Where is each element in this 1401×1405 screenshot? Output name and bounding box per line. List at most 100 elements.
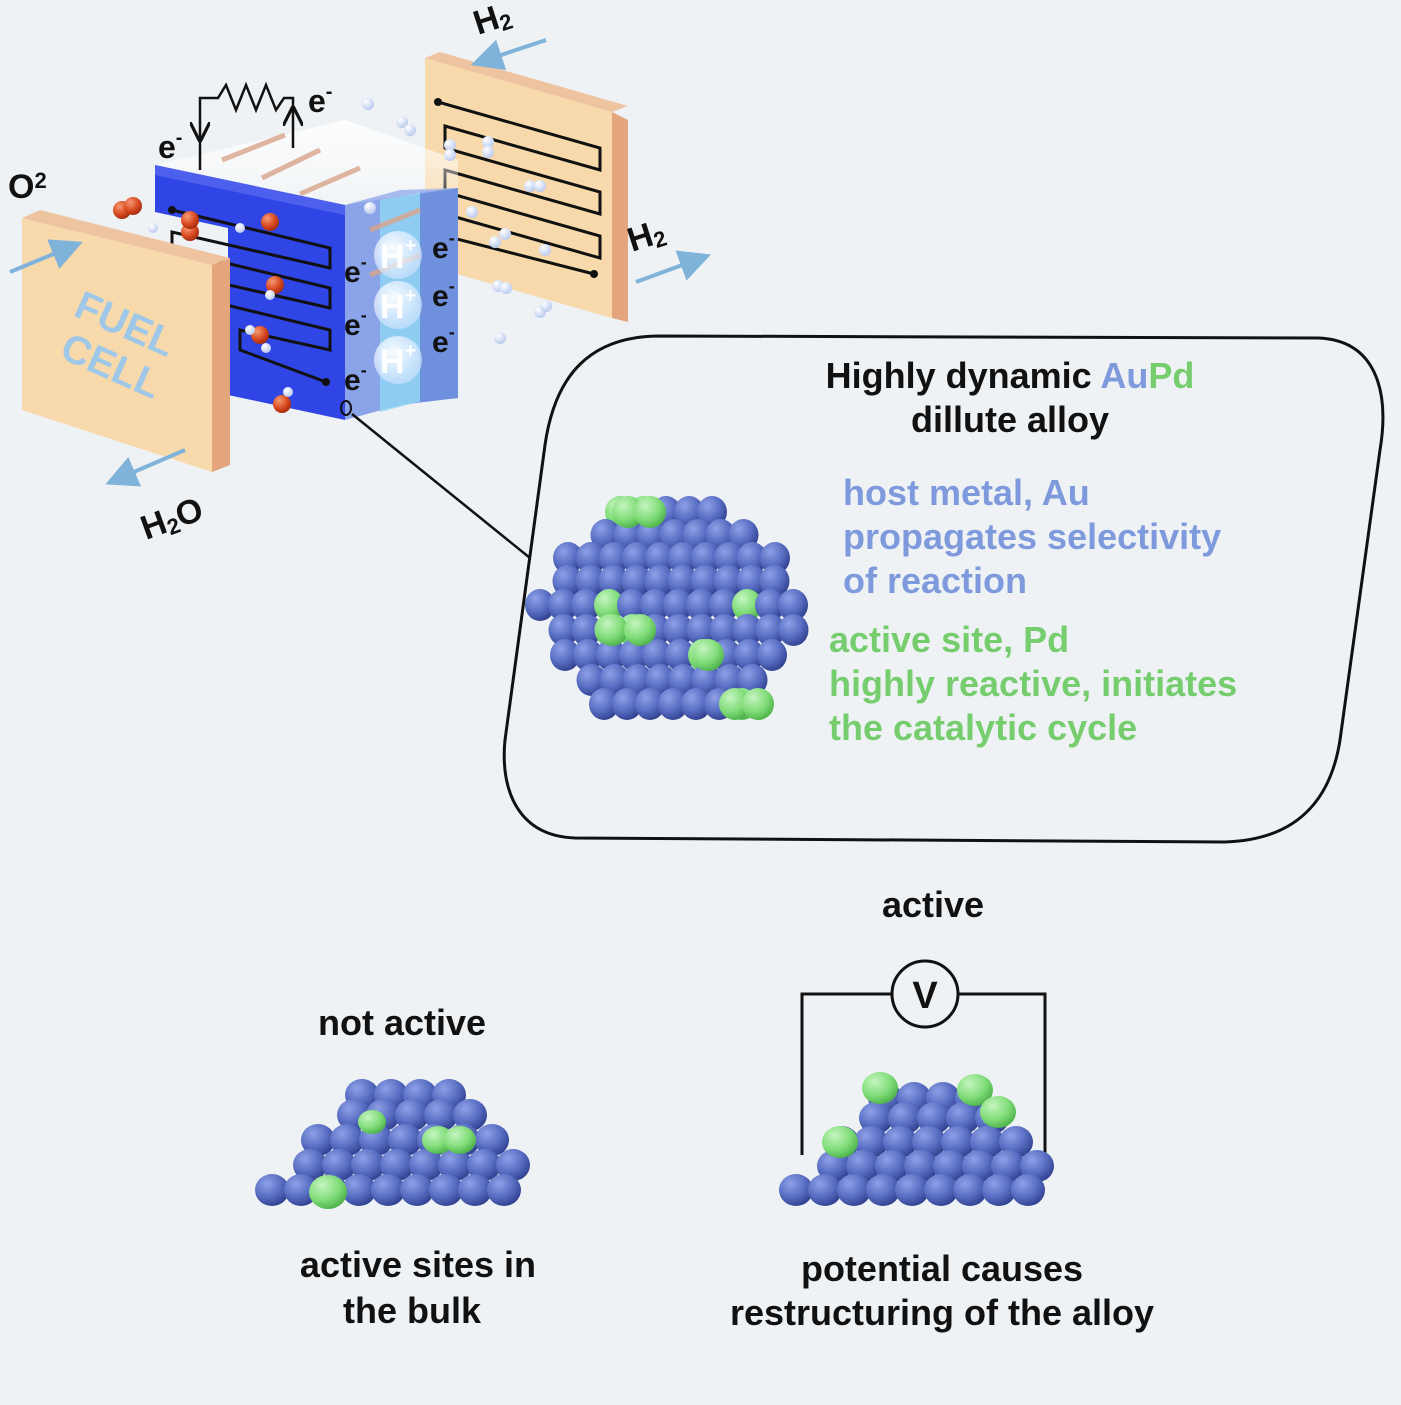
au-atom (982, 1174, 1016, 1206)
au-atom (576, 542, 606, 574)
au-atom (778, 614, 809, 646)
proton-group: H+ H+ H+ (374, 231, 422, 384)
au-atom (760, 542, 790, 574)
au-atom (755, 589, 785, 621)
pd-atom (444, 1126, 476, 1154)
au-atom (663, 589, 693, 621)
oxygen-molecules (113, 197, 293, 413)
au-atom (941, 1126, 975, 1158)
host-metal-line3: of reaction (843, 560, 1027, 601)
au-atom (622, 664, 653, 696)
au-atom (690, 565, 721, 597)
electron-anode-2: e- (432, 276, 455, 313)
au-atom (904, 1150, 938, 1182)
au-atom (714, 542, 744, 574)
pd-atom (596, 614, 628, 646)
inactive-alloy-cluster (255, 1079, 530, 1209)
au-atom (668, 664, 699, 696)
au-atom (453, 1099, 487, 1131)
electron-cathode-1: e- (344, 252, 367, 289)
au-atom (571, 614, 602, 646)
au-atom (808, 1174, 842, 1206)
au-atom (1020, 1150, 1054, 1182)
au-atom (571, 589, 601, 621)
au-atom (496, 1149, 530, 1181)
au-atom (709, 614, 740, 646)
au-atom (438, 1149, 472, 1181)
gas-arrows (9, 38, 712, 487)
au-atom (691, 664, 722, 696)
au-atom (714, 664, 745, 696)
h2-inlet-arrow (470, 38, 547, 71)
callout-title-line2: dillute alloy (911, 399, 1109, 440)
external-circuit: e- e- (158, 81, 332, 170)
h2o-label: H2O (136, 490, 209, 548)
au-atom (596, 639, 626, 671)
active-caption-line2: restructuring of the alloy (730, 1292, 1154, 1333)
au-atom (737, 664, 768, 696)
pd-atom (624, 614, 656, 646)
au-atom (953, 1174, 987, 1206)
au-atom (991, 1150, 1025, 1182)
au-atom (589, 688, 619, 720)
au-atom (686, 589, 716, 621)
cathode-plate: FUEL CELL (22, 210, 230, 472)
au-atom (667, 565, 698, 597)
pd-atom (862, 1072, 898, 1104)
au-atom (778, 589, 808, 621)
pd-atom (719, 688, 751, 720)
pd-atom (358, 1110, 386, 1134)
au-atom (330, 1124, 364, 1156)
au-atom (284, 1174, 318, 1206)
au-atom (645, 542, 675, 574)
au-atom (946, 1102, 980, 1134)
h2-outlet-arrow (635, 250, 712, 284)
au-atom (779, 1174, 813, 1206)
au-atom (553, 542, 583, 574)
au-atom (681, 688, 711, 720)
active-alloy-cluster (779, 1072, 1054, 1206)
au-atom (734, 639, 764, 671)
au-atom (525, 589, 555, 621)
host-metal-line1: host metal, Au (843, 472, 1090, 513)
au-atom (732, 614, 763, 646)
au-atom (875, 1150, 909, 1182)
h2-inlet-label: H2 (469, 0, 516, 44)
au-atom (642, 639, 672, 671)
au-atom (665, 639, 695, 671)
au-atom (342, 1174, 376, 1206)
au-atom (924, 1174, 958, 1206)
proton-label-1: H+ (380, 235, 416, 276)
au-atom (576, 664, 607, 696)
hydrogen-molecules (362, 98, 552, 344)
au-atom (837, 1174, 871, 1206)
pd-atom (309, 1175, 347, 1209)
proton-2 (374, 281, 422, 329)
voltmeter-symbol: V (912, 975, 938, 1017)
pd-atom (692, 639, 724, 671)
host-metal-line2: propagates selectivity (843, 516, 1221, 557)
alloy-nanoparticle (525, 496, 809, 720)
pd-atom (612, 496, 644, 528)
au-atom (866, 1174, 900, 1206)
pd-atom (822, 1126, 858, 1158)
au-atom (999, 1126, 1033, 1158)
proton-3 (374, 336, 422, 384)
au-atom (599, 664, 630, 696)
au-atom (859, 1102, 893, 1134)
active-caption-line1: potential causes (801, 1248, 1083, 1289)
au-atom (713, 565, 744, 597)
au-atom (622, 542, 652, 574)
au-atom (255, 1174, 289, 1206)
au-atom (658, 688, 688, 720)
au-atom (846, 1150, 880, 1182)
electron-label-left: e- (158, 127, 182, 165)
active-label: active (882, 884, 984, 925)
au-atom (467, 1149, 501, 1181)
au-atom (635, 688, 665, 720)
au-atom (548, 614, 579, 646)
au-atom (640, 589, 670, 621)
au-atom (395, 1099, 429, 1131)
alloy-callout: Highly dynamic AuPd dillute alloy host m… (502, 334, 1385, 844)
